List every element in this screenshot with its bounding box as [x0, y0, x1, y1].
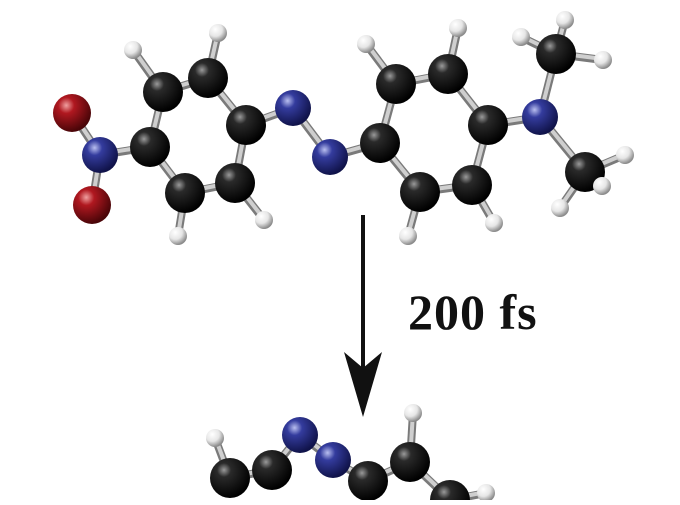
carbon-atom [348, 461, 388, 501]
carbon-atom [226, 105, 266, 145]
carbon-atom [400, 172, 440, 212]
hydrogen-atom [206, 429, 224, 447]
hydrogen-atom [124, 41, 142, 59]
hydrogen-atom [449, 19, 467, 37]
nitrogen-atom [82, 137, 118, 173]
carbon-atom [252, 450, 292, 490]
hydrogen-atom [477, 484, 495, 502]
hydrogen-atom [209, 24, 227, 42]
hydrogen-atom [399, 227, 417, 245]
oxygen-atom [53, 94, 91, 132]
carbon-atom [430, 480, 470, 505]
time-arrow [344, 215, 382, 417]
carbon-atom [165, 173, 205, 213]
hydrogen-atom [616, 146, 634, 164]
oxygen-atom [73, 186, 111, 224]
carbon-atom [188, 58, 228, 98]
nitrogen-atom [282, 417, 318, 453]
carbon-atom [360, 123, 400, 163]
hydrogen-atom [512, 28, 530, 46]
hydrogen-atom [357, 35, 375, 53]
hydrogen-atom [593, 177, 611, 195]
hydrogen-atom [485, 214, 503, 232]
nitrogen-atom [275, 90, 311, 126]
carbon-atom [536, 34, 576, 74]
hydrogen-atom [594, 51, 612, 69]
carbon-atom [143, 72, 183, 112]
carbon-atom [452, 165, 492, 205]
carbon-atom [210, 458, 250, 498]
carbon-atom [428, 54, 468, 94]
hydrogen-atom [255, 211, 273, 229]
hydrogen-atom [551, 199, 569, 217]
nitrogen-atom [315, 442, 351, 478]
carbon-atom [130, 127, 170, 167]
carbon-atom [215, 163, 255, 203]
hydrogen-atom [169, 227, 187, 245]
time-arrow-head [344, 352, 382, 417]
atom-layer [53, 11, 634, 505]
hydrogen-atom [404, 404, 422, 422]
carbon-atom [468, 105, 508, 145]
carbon-atom [390, 442, 430, 482]
hydrogen-atom [556, 11, 574, 29]
carbon-atom [376, 64, 416, 104]
time-delay-label: 200 fs [408, 284, 538, 340]
nitrogen-atom [522, 99, 558, 135]
nitrogen-atom [312, 139, 348, 175]
